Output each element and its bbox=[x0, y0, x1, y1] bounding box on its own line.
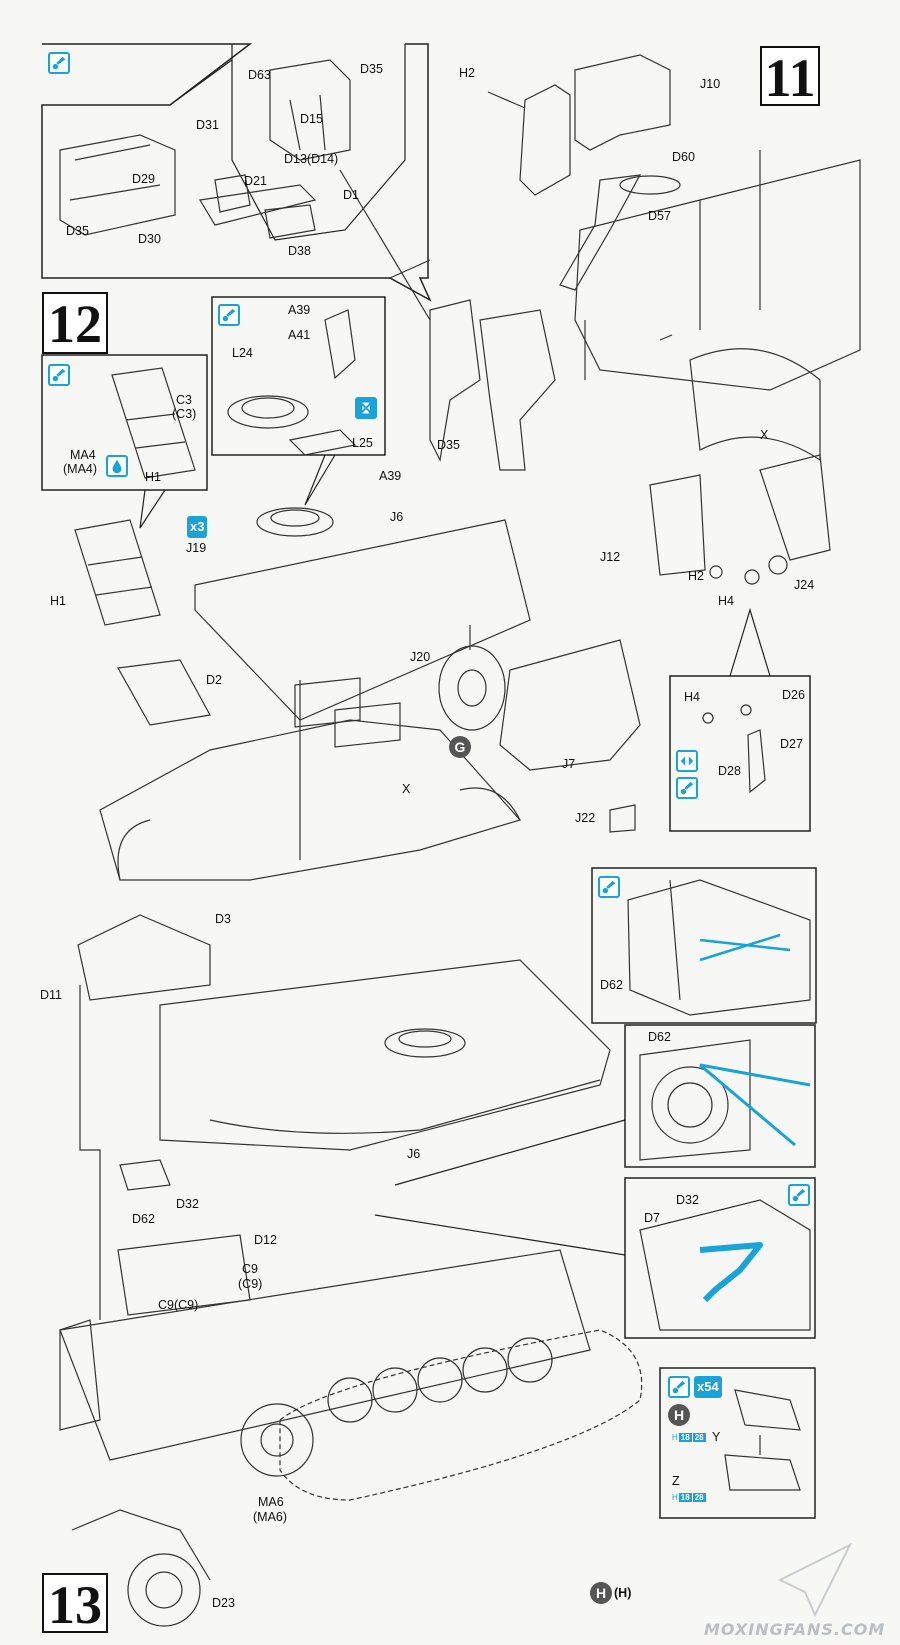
s11-label-d57: D57 bbox=[648, 209, 671, 223]
s13-label-c9-c9: C9(C9) bbox=[158, 1298, 199, 1312]
s11-label-h2-bottom: H2 bbox=[688, 569, 704, 583]
s11-label-h4: H4 bbox=[718, 594, 734, 608]
s11-label-j24: J24 bbox=[794, 578, 815, 592]
s12-label-x: X bbox=[402, 782, 411, 796]
sprue-code-letter: H bbox=[672, 1433, 678, 1442]
s12-screen-label-c3-paren: (C3) bbox=[172, 407, 197, 421]
watermark-text: MOXINGFANS.COM bbox=[704, 1620, 886, 1639]
s11-label-d35-main: D35 bbox=[437, 438, 460, 452]
no-glue-icon bbox=[355, 397, 377, 419]
s12-label-j7: J7 bbox=[562, 757, 576, 771]
s13-label-d3: D3 bbox=[215, 912, 231, 926]
s11-label-d31: D31 bbox=[196, 118, 219, 132]
part-sprue-marker-h: H bbox=[590, 1582, 612, 1604]
sprue-code-letter: H bbox=[672, 1493, 678, 1502]
quantity-badge-x54: x54 bbox=[694, 1376, 722, 1398]
s12-ring-label-l24: L24 bbox=[232, 346, 253, 360]
s12-screen-label-c3: C3 bbox=[176, 393, 192, 407]
s13-label-d12: D12 bbox=[254, 1233, 277, 1247]
quantity-badge-x3: x3 bbox=[187, 516, 208, 538]
s11-label-d15: D15 bbox=[300, 112, 323, 126]
s12-ring-label-a41: A41 bbox=[288, 328, 311, 342]
s11-h4-label-d28: D28 bbox=[718, 764, 741, 778]
s13-label-c9: C9 bbox=[242, 1262, 258, 1276]
s11-label-d60: D60 bbox=[672, 150, 695, 164]
s11-label-d35-left: D35 bbox=[66, 224, 89, 238]
s13-label-d32: D32 bbox=[176, 1197, 199, 1211]
step-number-13: 13 bbox=[42, 1573, 108, 1635]
s11-label-d38: D38 bbox=[288, 244, 311, 258]
s11-label-d35-top: D35 bbox=[360, 62, 383, 76]
sprue-code-num-1: 18 bbox=[678, 1433, 692, 1442]
s12-label-j20: J20 bbox=[410, 650, 431, 664]
paint-icon bbox=[48, 52, 70, 74]
s11-label-d1: D1 bbox=[343, 188, 359, 202]
s12-ring-label-l25: L25 bbox=[352, 436, 373, 450]
paint-icon bbox=[676, 777, 698, 799]
s13-d32-label-d32: D32 bbox=[676, 1193, 699, 1207]
s11-label-j12: J12 bbox=[600, 550, 621, 564]
step-number-11: 11 bbox=[760, 46, 820, 108]
paint-icon bbox=[48, 364, 70, 386]
rotate-icon bbox=[676, 750, 698, 772]
sprue-code-num-2: 28 bbox=[692, 1433, 706, 1442]
paint-icon bbox=[218, 304, 240, 326]
s11-label-x: X bbox=[760, 428, 769, 442]
s12-label-j22: J22 bbox=[575, 811, 596, 825]
s12-screen-label-ma4: MA4 bbox=[70, 448, 96, 462]
s12-ring-label-a39: A39 bbox=[288, 303, 311, 317]
s11-label-d30: D30 bbox=[138, 232, 161, 246]
step-number-12: 12 bbox=[42, 292, 108, 354]
s12-label-h1: H1 bbox=[50, 594, 66, 608]
s13-label-d23: D23 bbox=[212, 1596, 235, 1610]
s12-screen-label-h1: H1 bbox=[145, 470, 161, 484]
part-sprue-marker-g: G bbox=[449, 736, 471, 758]
s13-label-d62: D62 bbox=[132, 1212, 155, 1226]
s13-d62a-label: D62 bbox=[600, 978, 623, 992]
s11-label-d29: D29 bbox=[132, 172, 155, 186]
paint-icon bbox=[668, 1376, 690, 1398]
part-sprue-marker-h-paren: (H) bbox=[614, 1586, 632, 1600]
s13-track-label-y: Y bbox=[712, 1430, 721, 1444]
s11-label-h2-top: H2 bbox=[459, 66, 475, 80]
s11-label-d63: D63 bbox=[248, 68, 271, 82]
part-sprue-marker-h-track: H bbox=[668, 1404, 690, 1426]
glue-drop-icon bbox=[106, 455, 128, 477]
s12-label-a39: A39 bbox=[379, 469, 402, 483]
sprue-code-num-2: 28 bbox=[692, 1493, 706, 1502]
paint-icon bbox=[598, 876, 620, 898]
s11-h4-label-h4: H4 bbox=[684, 690, 700, 704]
s13-label-ma6: MA6 bbox=[258, 1495, 284, 1509]
s13-d62b-label: D62 bbox=[648, 1030, 671, 1044]
s13-label-j6: J6 bbox=[407, 1147, 421, 1161]
s11-label-d21: D21 bbox=[244, 174, 267, 188]
s13-d32-label-d7: D7 bbox=[644, 1211, 660, 1225]
s11-label-j10: J10 bbox=[700, 77, 721, 91]
s12-label-j6: J6 bbox=[390, 510, 404, 524]
s12-label-j19: J19 bbox=[186, 541, 207, 555]
s12-screen-label-ma4-paren: (MA4) bbox=[63, 462, 98, 476]
s13-label-ma6-paren: (MA6) bbox=[253, 1510, 288, 1524]
s12-label-d2: D2 bbox=[206, 673, 222, 687]
s11-h4-label-d27: D27 bbox=[780, 737, 803, 751]
sprue-code-num-1: 18 bbox=[678, 1493, 692, 1502]
s13-label-d11: D11 bbox=[40, 988, 63, 1002]
s11-h4-label-d26: D26 bbox=[782, 688, 805, 702]
s13-label-c9-paren: (C9) bbox=[238, 1277, 263, 1291]
s13-track-label-z: Z bbox=[672, 1474, 680, 1488]
s11-label-d13: D13(D14) bbox=[284, 152, 339, 166]
paint-icon bbox=[788, 1184, 810, 1206]
